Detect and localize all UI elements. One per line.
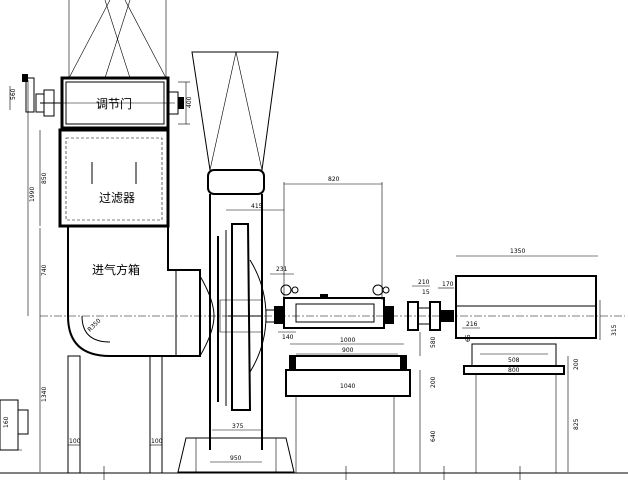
dim-825: 825 bbox=[573, 418, 580, 430]
dim-160: 160 bbox=[3, 416, 10, 428]
dim-210: 210 bbox=[418, 279, 430, 286]
dim-1350: 1350 bbox=[510, 248, 525, 255]
dim-508: 508 bbox=[508, 357, 520, 364]
foundation-ticks bbox=[103, 466, 521, 480]
dim-216: 216 bbox=[466, 321, 478, 328]
dim-415: 415 bbox=[251, 203, 263, 210]
dim-1990: 1990 bbox=[29, 187, 36, 202]
dim-15: 15 bbox=[422, 289, 430, 296]
exhaust-stack bbox=[191, 51, 279, 450]
dim-r350: R350 bbox=[86, 317, 102, 333]
dim-315: 315 bbox=[611, 324, 618, 336]
dim-400: 400 bbox=[186, 96, 193, 108]
damper-label: 调节门 bbox=[96, 96, 132, 111]
dim-170: 170 bbox=[442, 281, 454, 288]
dim-1040: 1040 bbox=[340, 383, 355, 390]
motor: 1350 508 800 216 65 315 200 825 bbox=[455, 248, 618, 473]
inlet-box: 进气方箱 740 R350 1340 bbox=[39, 226, 176, 472]
dim-200-motor: 200 bbox=[573, 358, 580, 370]
fan-impeller: 415 bbox=[217, 203, 284, 411]
dim-640: 640 bbox=[430, 430, 437, 442]
dim-900: 900 bbox=[342, 347, 354, 354]
dim-950: 950 bbox=[230, 455, 242, 462]
dim-140: 140 bbox=[282, 334, 294, 341]
inlet-cone bbox=[175, 269, 215, 357]
inlet-box-label: 进气方箱 bbox=[92, 262, 140, 277]
damper-box: 调节门 560 400 bbox=[9, 74, 193, 130]
bearing-assembly: 820 231 140 bbox=[265, 176, 394, 341]
dim-560: 560 bbox=[10, 88, 17, 100]
dim-740: 740 bbox=[41, 264, 48, 276]
filter-box: 过滤器 850 1990 bbox=[27, 80, 170, 316]
dim-580: 580 bbox=[430, 336, 437, 348]
dim-231: 231 bbox=[276, 266, 288, 273]
dim-375: 375 bbox=[232, 423, 244, 430]
dim-100-left: 100 bbox=[69, 438, 81, 445]
inlet-supports: 100 100 bbox=[67, 355, 163, 474]
dim-1340: 1340 bbox=[41, 387, 48, 402]
dim-1000: 1000 bbox=[340, 337, 355, 344]
dim-200: 200 bbox=[430, 376, 437, 388]
dim-800: 800 bbox=[508, 367, 520, 374]
coupling: 210 15 170 bbox=[407, 279, 454, 331]
dim-850: 850 bbox=[41, 172, 48, 184]
dim-65: 65 bbox=[465, 334, 472, 342]
dim-820: 820 bbox=[328, 176, 340, 183]
fan-base: 375 950 bbox=[177, 423, 295, 473]
left-cut-equipment: 160 bbox=[0, 399, 29, 451]
dim-100-right: 100 bbox=[151, 438, 163, 445]
filter-label: 过滤器 bbox=[99, 191, 135, 205]
intake-stack bbox=[68, 0, 167, 79]
bearing-base: 1000 900 1040 580 200 640 bbox=[285, 332, 437, 473]
